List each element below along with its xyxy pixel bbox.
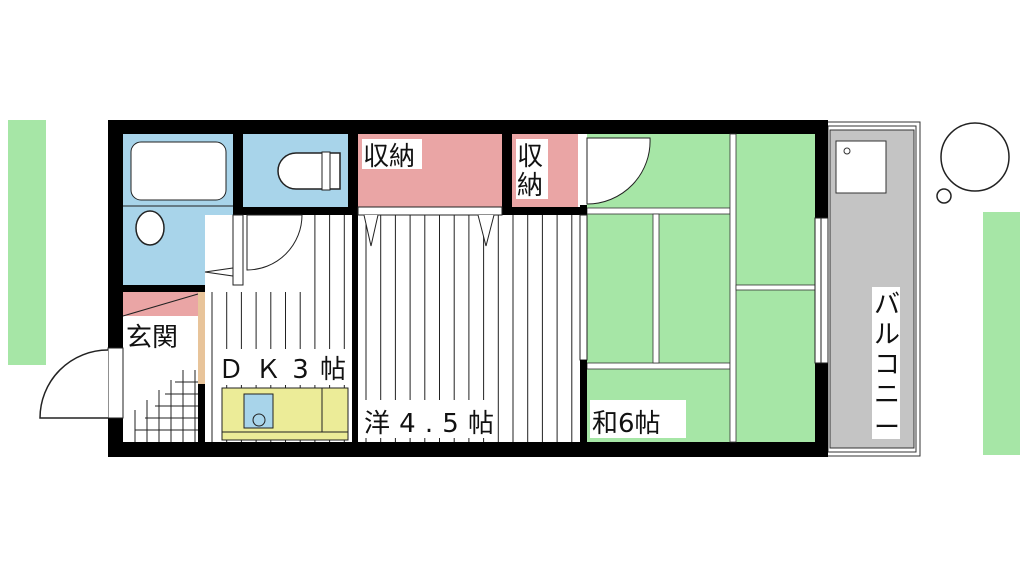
door-swing-entrance — [39, 349, 109, 419]
label-storage-2-a: 収 — [517, 142, 543, 172]
label-storage-1: 収納 — [363, 142, 415, 172]
label-western: 洋4.5帖 — [364, 409, 494, 439]
sink-icon — [135, 210, 165, 246]
svg-text:ニ: ニ — [874, 380, 900, 410]
wood-step — [198, 292, 205, 384]
closet-gap — [578, 134, 587, 207]
greenery-right — [983, 212, 1020, 455]
entrance-tiles — [134, 370, 198, 442]
aircon-unit — [835, 140, 887, 194]
door-swing-japanese — [586, 137, 651, 205]
label-japanese: 和6帖 — [592, 409, 661, 439]
label-balcony: バ ル コ ニ ー — [874, 290, 900, 443]
stove-icon — [243, 393, 274, 429]
door-swing-toilet — [246, 214, 303, 271]
tree-icon — [940, 122, 1010, 192]
entrance-door-opening[interactable] — [107, 347, 124, 419]
svg-text:ル: ル — [874, 320, 900, 350]
toilet-icon — [277, 152, 341, 190]
wall-western-japanese — [580, 205, 587, 215]
svg-text:ー: ー — [874, 413, 900, 443]
balcony — [825, 121, 921, 457]
label-storage-2-b: 納 — [517, 171, 543, 201]
greenery-left — [8, 120, 46, 365]
svg-text:バ: バ — [874, 290, 900, 320]
tatami-seams — [586, 133, 816, 443]
shrub-icon — [936, 188, 952, 204]
label-entrance: 玄関 — [126, 323, 178, 353]
wall-dk-western — [352, 362, 358, 442]
kitchen-counter — [221, 387, 349, 441]
svg-text:コ: コ — [874, 350, 900, 380]
bathtub — [130, 141, 227, 201]
